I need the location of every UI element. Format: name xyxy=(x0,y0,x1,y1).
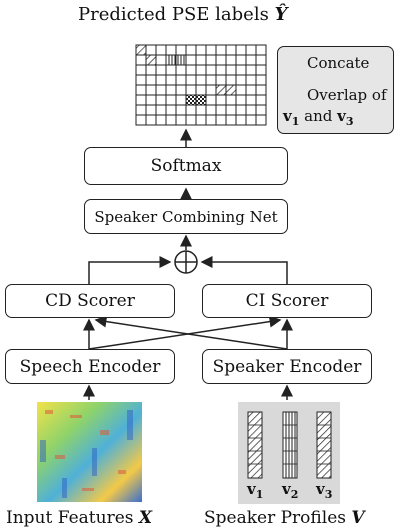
profile-v2-letter: v xyxy=(282,480,291,498)
ci-scorer-block: CI Scorer xyxy=(202,284,372,318)
profile-v2-sub: 2 xyxy=(290,488,299,501)
profile-v3-sub: 3 xyxy=(324,488,333,501)
softmax-block: Softmax xyxy=(84,147,288,185)
legend-and: and xyxy=(304,107,333,125)
profile-v3-label: v3 xyxy=(316,480,332,501)
legend-v3-sub: 3 xyxy=(345,115,354,128)
speaker-profiles-label: Speaker Profiles V xyxy=(204,508,365,528)
speaker-profiles-text: Speaker Profiles xyxy=(204,508,346,528)
profile-v1-label: v1 xyxy=(247,480,263,501)
input-features-label: Input Features X xyxy=(6,508,152,528)
profile-v3-letter: v xyxy=(316,480,325,498)
input-features-symbol: X xyxy=(138,508,153,528)
output-title-symbol: Ŷ xyxy=(274,4,288,25)
input-features-image xyxy=(37,402,142,502)
output-title-text: Predicted PSE labels xyxy=(78,4,269,25)
speaker-encoder-block: Speaker Encoder xyxy=(202,349,372,384)
profile-v1-sub: 1 xyxy=(255,488,264,501)
speaker-profiles-symbol: V xyxy=(351,508,365,528)
legend-concat-label: Concate xyxy=(307,54,370,72)
legend-box xyxy=(277,46,394,134)
legend-overlap-vectors: v1 and v3 xyxy=(283,107,354,128)
output-label-grid xyxy=(135,44,267,126)
concat-symbol xyxy=(174,250,198,274)
speaker-profiles-panel xyxy=(238,402,340,504)
legend-v1-sub: 1 xyxy=(291,115,300,128)
legend-v1: v xyxy=(283,107,292,125)
output-title: Predicted PSE labels Ŷ xyxy=(78,4,287,25)
legend-overlap-label: Overlap of xyxy=(307,86,387,104)
profile-v2-label: v2 xyxy=(282,480,298,501)
legend-v3: v xyxy=(337,107,346,125)
input-features-text: Input Features xyxy=(6,508,134,528)
speech-encoder-block: Speech Encoder xyxy=(5,349,175,384)
profile-v1-letter: v xyxy=(247,480,256,498)
speaker-combining-net-block: Speaker Combining Net xyxy=(84,199,288,234)
cd-scorer-block: CD Scorer xyxy=(5,284,175,318)
